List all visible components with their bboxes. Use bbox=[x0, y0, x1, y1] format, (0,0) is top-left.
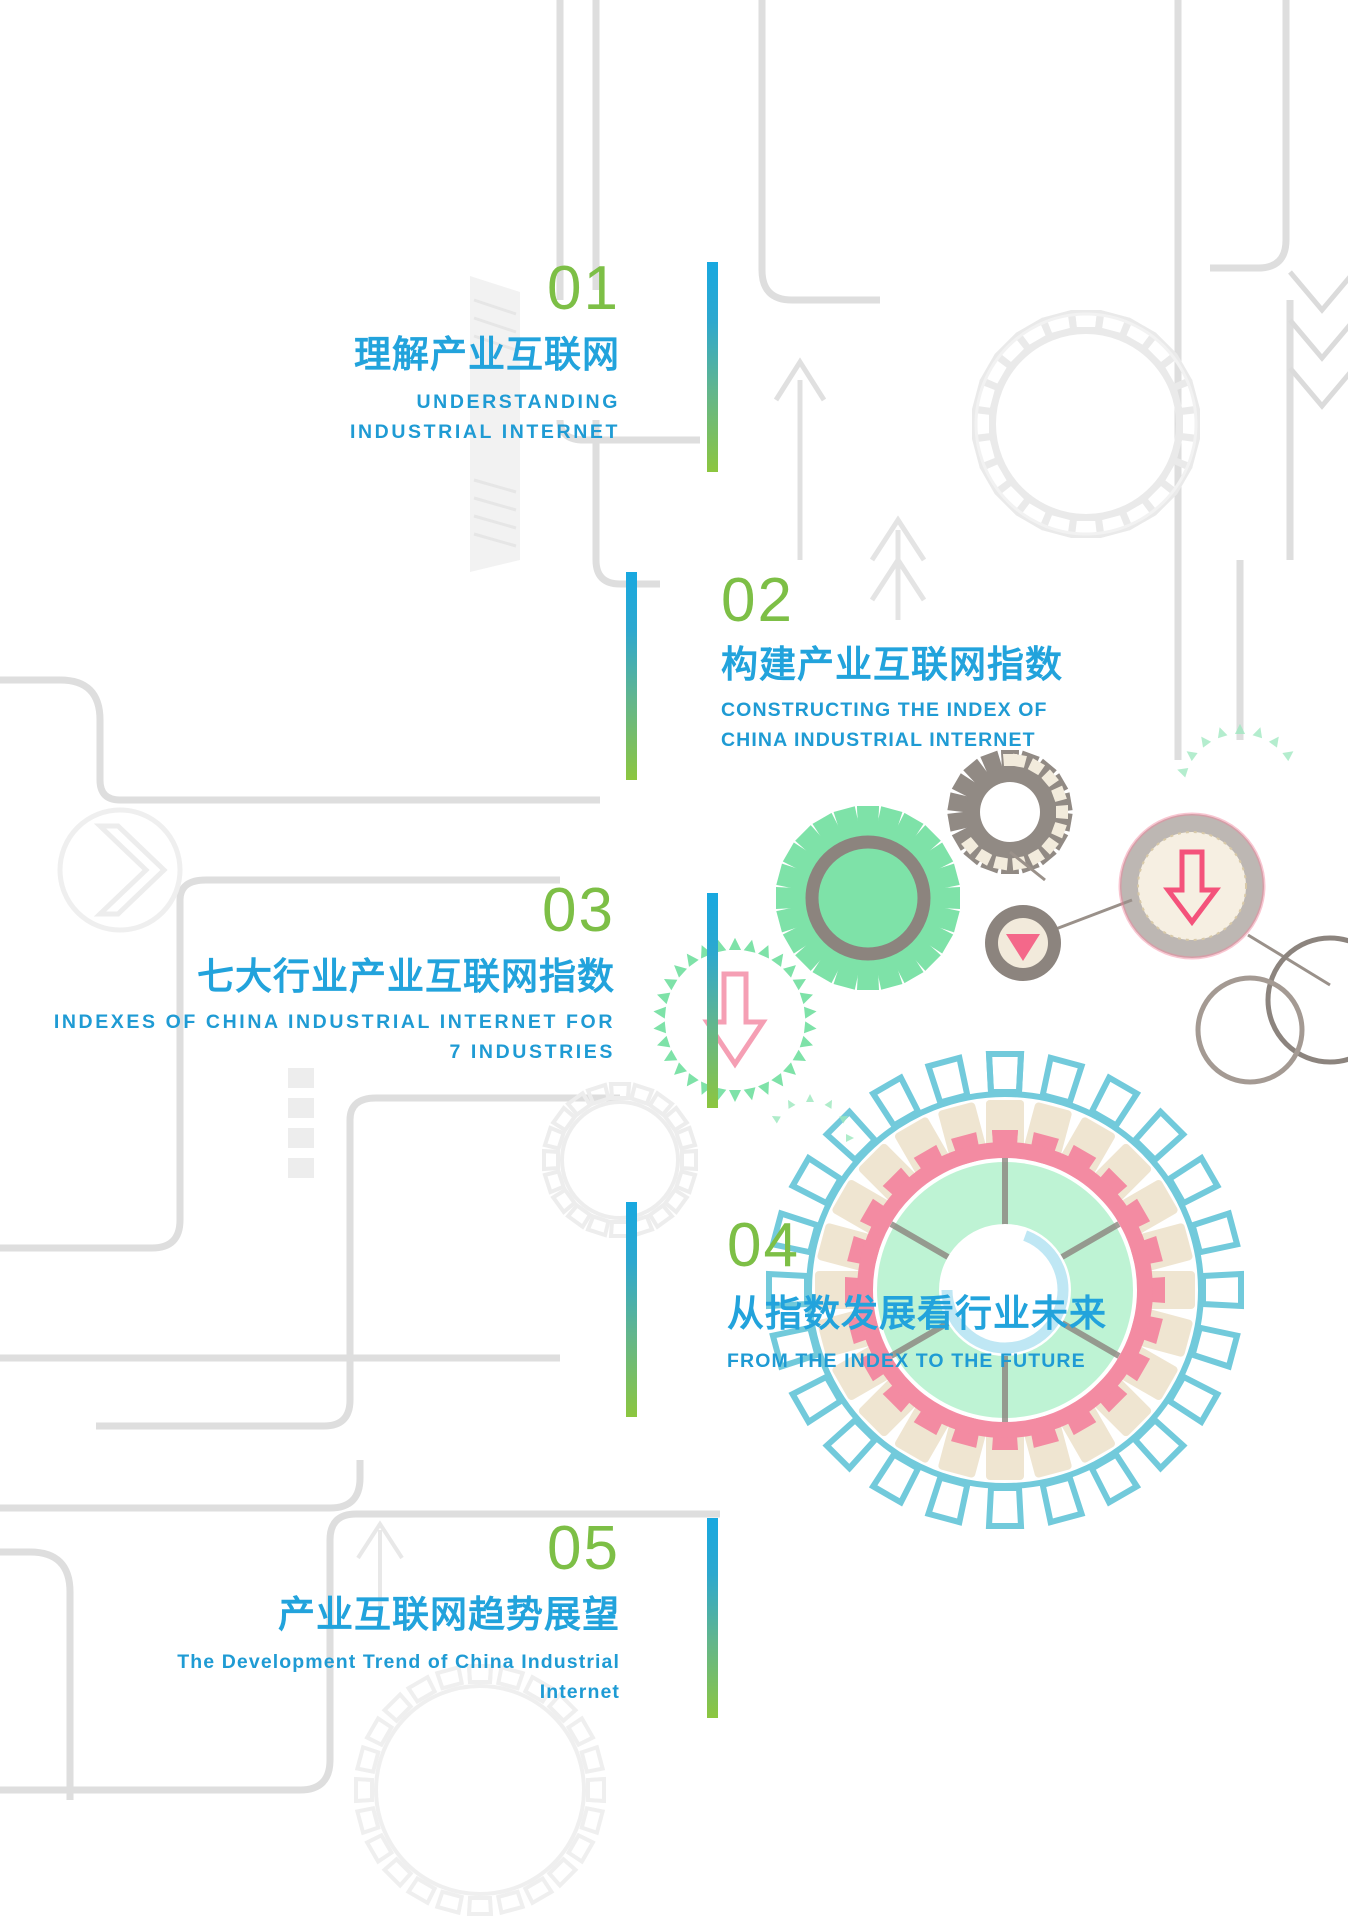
toc-subtitle-en-01-line2: INDUSTRIAL INTERNET bbox=[349, 421, 620, 444]
toc-number-02: 02 bbox=[721, 566, 794, 635]
toc-subtitle-en-04-line1: FROM THE INDEX TO THE FUTURE bbox=[727, 1350, 1086, 1373]
toc-number-04: 04 bbox=[727, 1211, 800, 1280]
accent-bar-01 bbox=[707, 262, 718, 472]
toc-subtitle-en-03-line2: 7 INDUSTRIES bbox=[449, 1041, 615, 1064]
toc-title-cn-01: 理解产业互联网 bbox=[354, 334, 620, 375]
accent-bar-03 bbox=[707, 893, 718, 1108]
toc-entry-04[interactable]: 04 从指数发展看行业未来 FROM THE INDEX TO THE FUTU… bbox=[727, 1215, 1247, 1376]
toc-subtitle-en-05-line1: The Development Trend of China Industria… bbox=[177, 1651, 620, 1674]
toc-subtitle-en-02-line1: CONSTRUCTING THE INDEX OF bbox=[721, 699, 1048, 722]
toc-title-cn-04: 从指数发展看行业未来 bbox=[727, 1293, 1107, 1334]
toc-title-cn-03: 七大行业产业互联网指数 bbox=[197, 956, 615, 997]
toc-subtitle-en-03-line1: INDEXES OF CHINA INDUSTRIAL INTERNET FOR bbox=[53, 1011, 615, 1034]
toc-title-cn-05: 产业互联网趋势展望 bbox=[278, 1594, 620, 1635]
toc-subtitle-en-01-line1: UNDERSTANDING bbox=[416, 391, 620, 414]
toc-entry-02[interactable]: 02 构建产业互联网指数 CONSTRUCTING THE INDEX OF C… bbox=[721, 570, 1241, 756]
toc-number-03: 03 bbox=[542, 876, 615, 945]
toc-entry-03[interactable]: 03 七大行业产业互联网指数 INDEXES OF CHINA INDUSTRI… bbox=[10, 880, 615, 1068]
toc-number-01: 01 bbox=[547, 254, 620, 323]
toc-subtitle-en-05-line2: Internet bbox=[539, 1681, 620, 1704]
accent-bar-02 bbox=[626, 572, 637, 780]
toc-entry-05[interactable]: 05 产业互联网趋势展望 The Development Trend of Ch… bbox=[90, 1518, 620, 1708]
toc-number-05: 05 bbox=[547, 1514, 620, 1583]
toc-subtitle-en-02-line2: CHINA INDUSTRIAL INTERNET bbox=[721, 729, 1036, 752]
toc-entry-01[interactable]: 01 理解产业互联网 UNDERSTANDING INDUSTRIAL INTE… bbox=[200, 258, 620, 448]
accent-bar-05 bbox=[707, 1518, 718, 1718]
accent-bar-04 bbox=[626, 1202, 637, 1417]
toc-title-cn-02: 构建产业互联网指数 bbox=[721, 644, 1063, 685]
